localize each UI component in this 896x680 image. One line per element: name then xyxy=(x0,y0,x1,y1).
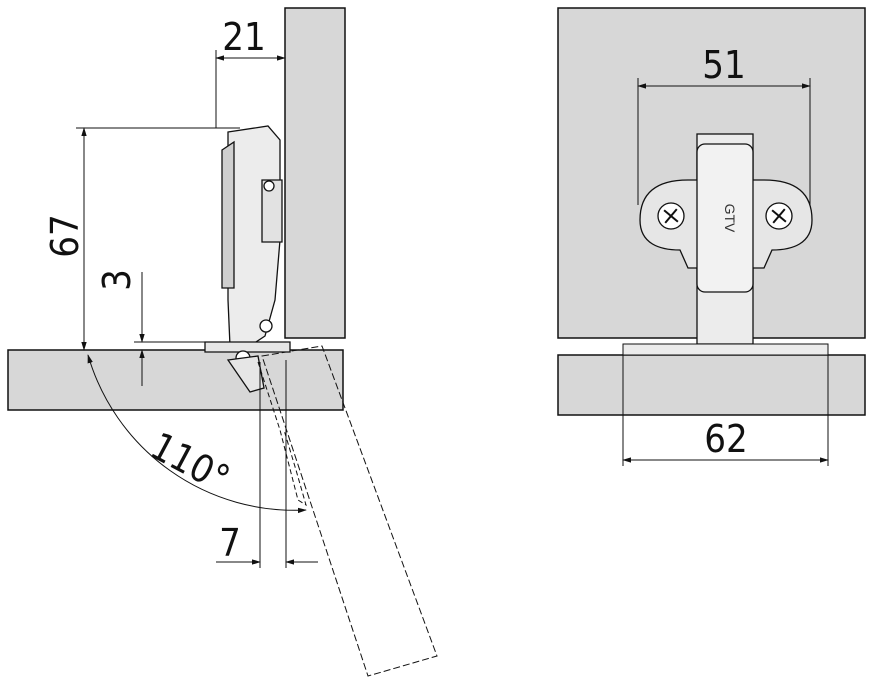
dimension-62-label: 62 xyxy=(704,417,748,461)
dimension-110-arc xyxy=(87,354,307,514)
base-plate-strip xyxy=(622,343,829,356)
dimension-7 xyxy=(216,360,318,568)
hinge-side-body xyxy=(204,125,291,393)
cabinet-side-panel xyxy=(284,7,346,339)
front-cabinet-panel xyxy=(557,354,866,416)
hinge-cover-cap xyxy=(696,143,754,293)
screw-left-icon xyxy=(657,202,685,230)
side-view: 21 67 3 110° 7 xyxy=(7,7,438,677)
dimension-51-label: 51 xyxy=(702,43,746,87)
cabinet-bottom-panel xyxy=(7,349,344,411)
screw-right-icon xyxy=(765,202,793,230)
dimension-110-label: 110° xyxy=(143,424,236,502)
dimension-21 xyxy=(215,50,286,128)
dimension-21-label: 21 xyxy=(222,15,266,59)
dimension-62 xyxy=(622,355,829,466)
open-door-outline xyxy=(261,345,438,677)
brand-mark: GTV xyxy=(722,204,738,233)
front-view: GTV 51 62 xyxy=(557,7,866,466)
dimension-3-label: 3 xyxy=(95,269,139,291)
dimension-7-label: 7 xyxy=(219,521,241,565)
dimension-67-label: 67 xyxy=(43,214,87,258)
dimension-51 xyxy=(637,78,811,205)
dimension-67 xyxy=(76,127,240,351)
